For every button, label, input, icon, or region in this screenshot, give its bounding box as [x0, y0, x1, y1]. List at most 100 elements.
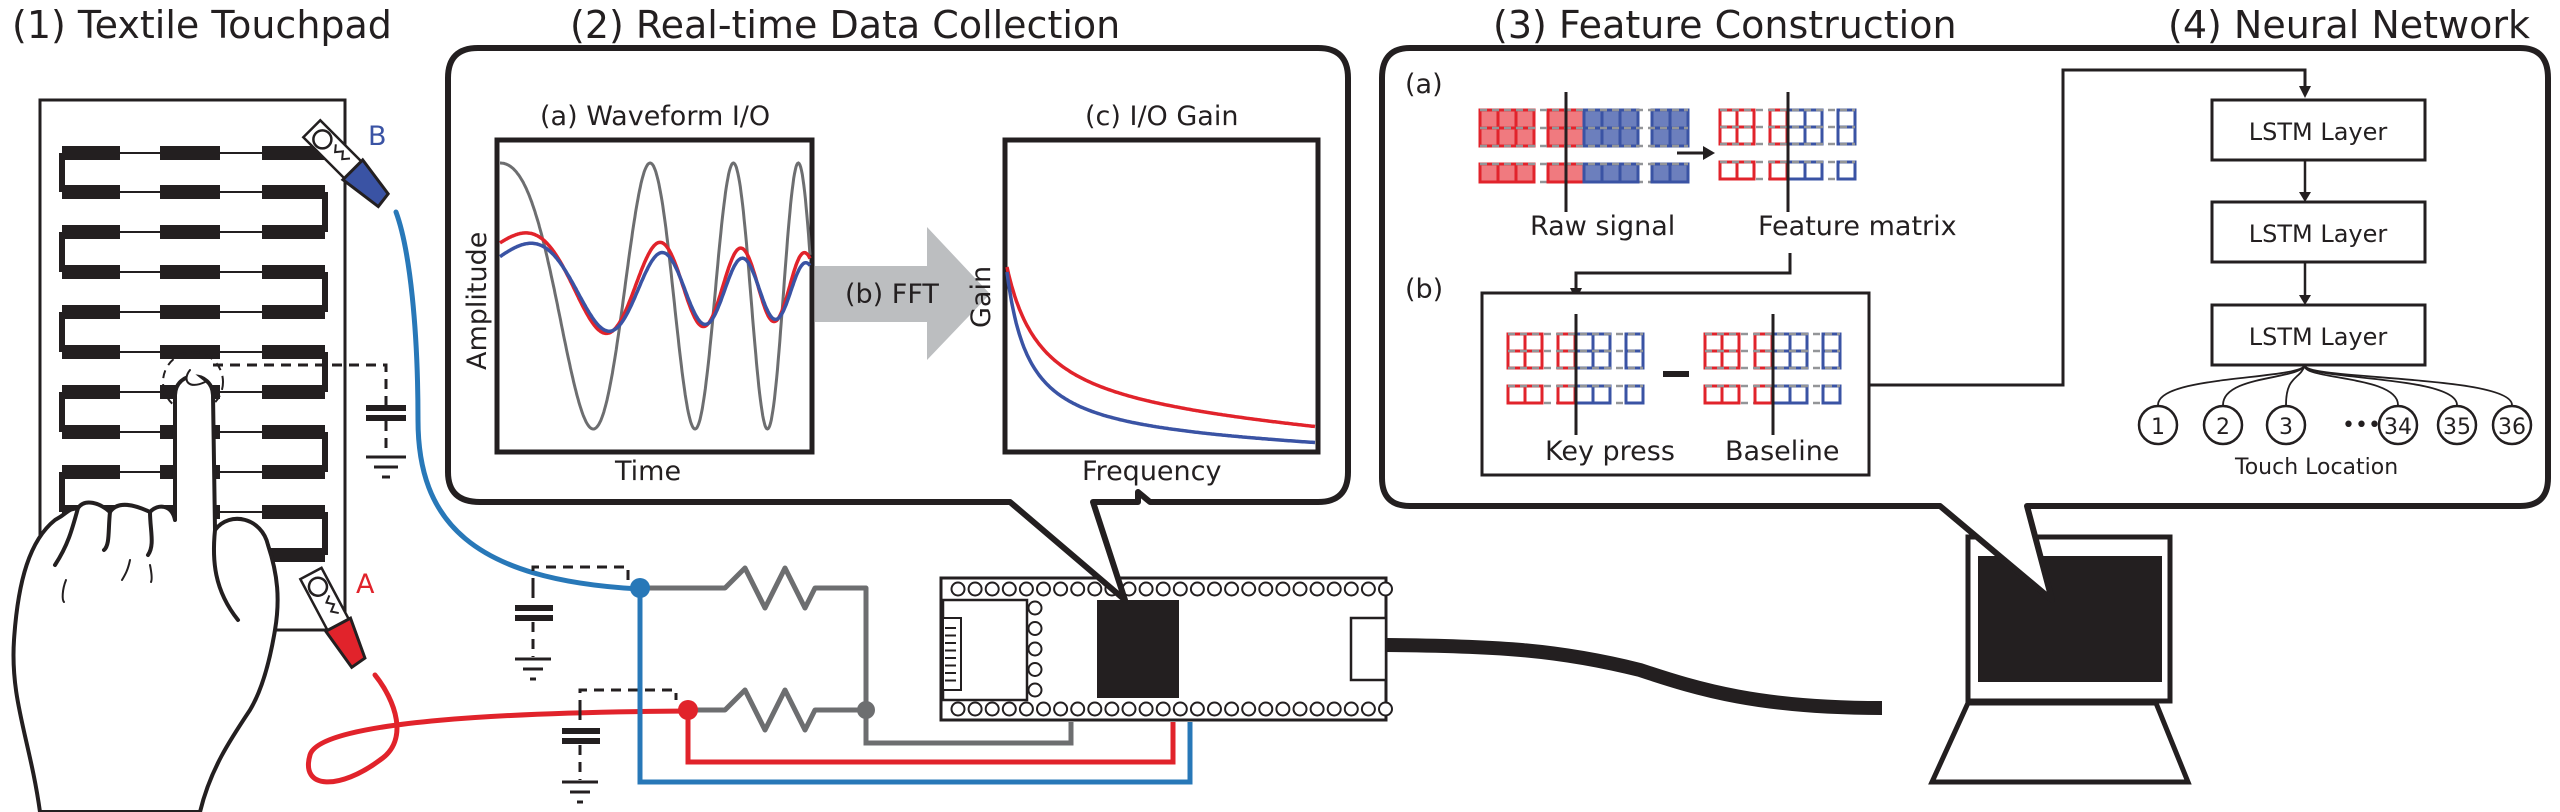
matrix-cell — [1768, 160, 1789, 181]
waveform-xlabel: Time — [614, 456, 681, 487]
pin — [1172, 581, 1188, 597]
matrix-cell — [1546, 162, 1568, 184]
matrix-cell — [1574, 332, 1595, 353]
pin — [1189, 701, 1205, 717]
matrix-cell — [1703, 332, 1724, 353]
matrix-cell — [1591, 384, 1612, 405]
matrix-cell — [1582, 162, 1604, 184]
output-edge — [2304, 364, 2513, 406]
node-blue — [630, 578, 650, 598]
electrode-pad — [160, 185, 220, 199]
lstm-layer-label: LSTM Layer — [2249, 118, 2388, 146]
pin — [1343, 581, 1359, 597]
electrode-pad — [262, 185, 325, 199]
matrix-cell — [1803, 160, 1824, 181]
matrix-cell — [1753, 384, 1774, 405]
matrix-cell — [1788, 349, 1809, 370]
output-node — [2377, 404, 2419, 446]
matrix-cell — [1514, 162, 1536, 184]
pin — [950, 581, 966, 597]
matrix-cell — [1618, 162, 1640, 184]
electrode-pad — [262, 425, 325, 439]
matrix-cell — [1618, 126, 1640, 148]
arrow-head-icon — [2299, 295, 2311, 305]
matrix-cell — [1786, 160, 1807, 181]
textile-touchpad: B A — [11, 98, 406, 812]
matrix-cell — [1496, 108, 1518, 130]
body-capacitance-link — [213, 363, 388, 400]
matrix-cell — [1771, 349, 1792, 370]
series-gain-a — [1005, 266, 1316, 429]
output-node — [2436, 404, 2478, 446]
feature-construction-title: (3) Feature Construction — [1493, 3, 1957, 47]
pin — [1087, 581, 1103, 597]
matrix-cell — [1506, 332, 1527, 353]
pin — [1104, 701, 1120, 717]
matrix-cell — [1523, 332, 1544, 353]
node-red — [678, 700, 698, 720]
body-capacitor-icon — [366, 400, 406, 455]
raw-signal-label: Raw signal — [1530, 211, 1675, 242]
electrode-pad — [160, 305, 220, 319]
electrode-pad — [62, 225, 120, 239]
matrix-cell — [1478, 162, 1500, 184]
pin — [1326, 701, 1342, 717]
electrode-pad — [62, 465, 120, 479]
matrix-cell — [1546, 126, 1568, 148]
output-node-label: 3 — [2279, 415, 2293, 440]
matrix-cell — [1836, 108, 1857, 129]
matrix-cell — [1514, 126, 1536, 148]
pin — [1155, 701, 1171, 717]
electrode-pad — [262, 345, 325, 359]
pin — [950, 701, 966, 717]
pin — [1027, 662, 1043, 677]
pin — [1001, 581, 1017, 597]
lstm-layer-box — [2210, 98, 2427, 162]
series-input-wave — [500, 161, 812, 431]
pin — [1360, 701, 1376, 717]
matrix-cell — [1803, 125, 1824, 146]
usb-cable — [1385, 638, 1883, 715]
pin — [1027, 682, 1043, 698]
cable-a — [306, 672, 693, 785]
output-node-label: 36 — [2498, 415, 2526, 440]
gain-chart: (c) I/O Gain Frequency Gain — [966, 101, 1321, 487]
feature-matrix — [1718, 108, 1857, 181]
matrix-cell — [1506, 384, 1527, 405]
matrix-cell — [1720, 332, 1741, 353]
part-a-label: (a) — [1405, 69, 1443, 100]
matrix-cell — [1753, 349, 1774, 370]
pin — [1224, 581, 1240, 597]
touchpad-title: (1) Textile Touchpad — [12, 3, 392, 47]
fft-label: (b) FFT — [845, 279, 939, 310]
pin — [1241, 581, 1257, 597]
pin — [1309, 581, 1325, 597]
electrode-pad — [262, 305, 325, 319]
pin — [1138, 581, 1154, 597]
matrix-cell — [1786, 108, 1807, 129]
pin-header-side — [1027, 600, 1043, 698]
gain-title: (c) I/O Gain — [1085, 101, 1238, 132]
matrix-cell — [1771, 384, 1792, 405]
matrix-cell — [1720, 349, 1741, 370]
electrode-pad — [262, 146, 325, 160]
microcontroller-board — [939, 576, 1393, 722]
waveform-chart: (a) Waveform I/O Time Amplitude — [462, 101, 815, 487]
pin — [1241, 701, 1257, 717]
pin — [1378, 581, 1393, 597]
output-node-label: 34 — [2384, 415, 2412, 440]
mcu-chip — [1097, 600, 1179, 698]
electrode-pad — [62, 185, 120, 199]
series-output-b — [499, 241, 812, 333]
matrix-cell — [1668, 108, 1690, 130]
matrix-cell — [1496, 162, 1518, 184]
matrix-cell — [1735, 160, 1756, 181]
resistor-bottom — [688, 687, 866, 733]
electrode-pad — [262, 265, 325, 279]
pin — [1018, 581, 1034, 597]
electrode-clip-b — [301, 118, 391, 209]
output-node-label: 2 — [2216, 415, 2230, 440]
